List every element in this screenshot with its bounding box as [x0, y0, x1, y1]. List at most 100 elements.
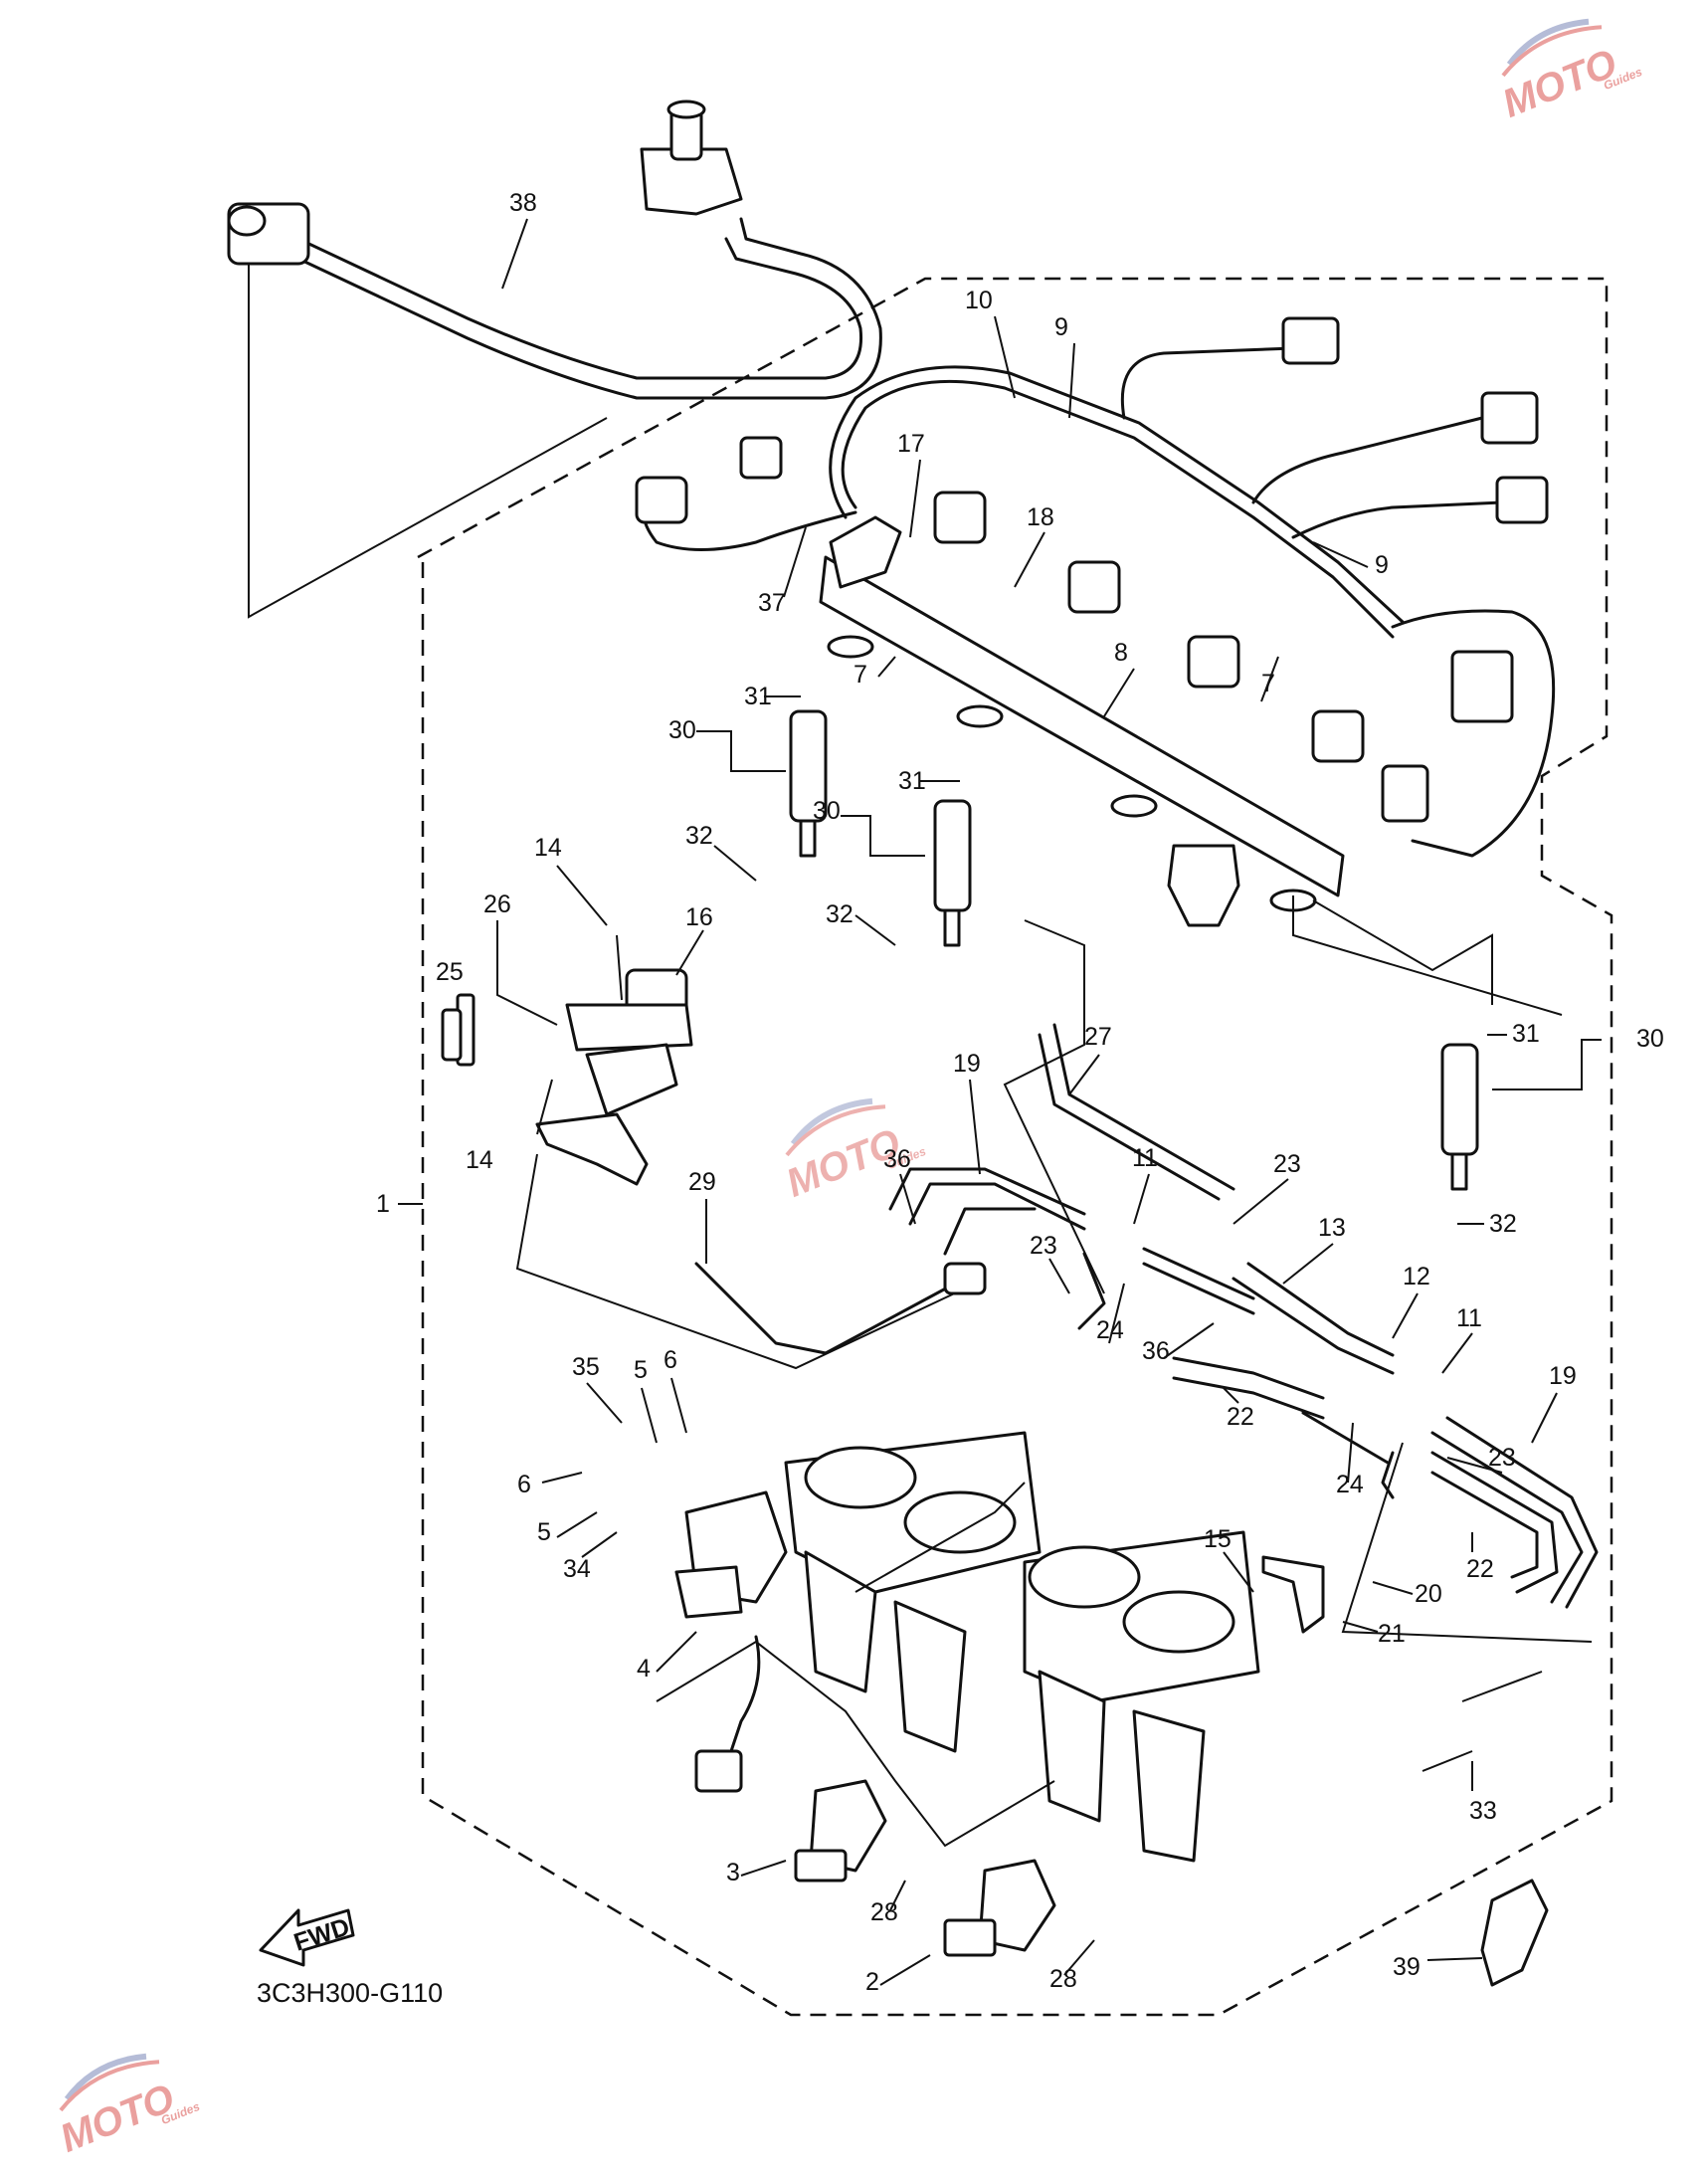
callout-4: 4 — [637, 1655, 651, 1683]
throttle-position-sensor-2 — [943, 1859, 1056, 1957]
callout-22: 22 — [1466, 1555, 1494, 1583]
hose-set — [888, 1023, 1599, 1609]
callout-18: 18 — [1027, 503, 1054, 531]
callout-29: 29 — [688, 1168, 716, 1196]
callout-14: 14 — [466, 1146, 493, 1174]
callout-30: 30 — [813, 797, 841, 825]
callout-23: 23 — [1488, 1444, 1516, 1472]
throttle-leader — [854, 1482, 1026, 1593]
harness-connector — [1495, 476, 1549, 524]
injector-connector — [1311, 709, 1365, 763]
harness-connector — [1281, 316, 1340, 365]
harness-connector — [635, 476, 688, 524]
callout-30: 30 — [668, 716, 696, 744]
harness-main-connector — [1450, 650, 1514, 723]
sensor-hose-leader — [515, 1153, 966, 1370]
callout-5: 5 — [537, 1518, 551, 1546]
fuel-quick-connector — [640, 147, 743, 216]
bolt-33 — [1422, 1750, 1473, 1772]
bracket-39 — [1480, 1879, 1549, 1987]
callout-6: 6 — [517, 1471, 531, 1498]
callout-15: 15 — [1204, 1525, 1232, 1553]
callout-11: 11 — [1456, 1304, 1482, 1332]
callout-26: 26 — [483, 891, 511, 918]
hose-38-leader — [248, 264, 608, 619]
diagram-code: 3C3H300-G110 — [257, 1978, 443, 2008]
assembly-boundary — [417, 277, 1613, 2017]
callout-32: 32 — [826, 900, 854, 928]
callout-16: 16 — [685, 903, 713, 931]
callout-28: 28 — [1049, 1965, 1077, 1993]
sensor-16 — [441, 934, 693, 1186]
fuel-rail-8 — [819, 515, 1345, 927]
callout-19: 19 — [1549, 1362, 1577, 1390]
callout-9: 9 — [1054, 313, 1068, 341]
callout-22: 22 — [1227, 1403, 1254, 1431]
bolt-14 — [616, 934, 623, 1001]
callout-7: 7 — [854, 661, 867, 689]
sensor-wire — [729, 1635, 761, 1753]
collar-25 — [441, 1008, 463, 1062]
pressure-regulator — [1167, 844, 1240, 927]
bolt-33 — [1461, 1671, 1543, 1702]
injector-connector — [933, 491, 987, 544]
callout-38: 38 — [509, 189, 537, 217]
callout-5: 5 — [634, 1356, 648, 1384]
callout-2: 2 — [865, 1968, 879, 1996]
callout-leaders — [496, 218, 1602, 1986]
forward-arrow-icon: FWD — [259, 1908, 355, 1967]
callout-34: 34 — [563, 1555, 591, 1583]
injector-connector — [1067, 560, 1121, 614]
watermark-logo-bottom: MOTO Guides — [54, 2053, 202, 2161]
callout-6: 6 — [664, 1346, 677, 1374]
callout-37: 37 — [758, 589, 786, 617]
bolt-14 — [536, 1079, 553, 1135]
callout-39-leader — [1426, 1957, 1483, 1961]
throttle-body-assembly — [674, 1431, 1260, 1863]
callout-1: 1 — [376, 1190, 390, 1218]
fuel-injector-30 — [789, 709, 828, 858]
wire-harness-10 — [635, 316, 1556, 858]
callout-25: 25 — [436, 958, 464, 986]
callout-27: 27 — [1084, 1023, 1112, 1051]
fuel-hose-38 — [227, 99, 882, 400]
harness-connector — [739, 436, 783, 480]
callout-32: 32 — [1489, 1210, 1517, 1238]
callout-39: 39 — [1393, 1953, 1421, 1981]
callout-33: 33 — [1469, 1797, 1497, 1825]
fuel-injector-30 — [933, 799, 972, 947]
callout-31: 31 — [1512, 1020, 1540, 1048]
callout-17: 17 — [897, 430, 925, 458]
injector-leader-b — [1312, 899, 1493, 1005]
hose-assembly-leader — [1341, 1442, 1593, 1643]
callout-23: 23 — [1030, 1232, 1057, 1260]
callout-24: 24 — [1336, 1471, 1364, 1498]
callout-30: 30 — [1636, 1025, 1664, 1053]
callout-23: 23 — [1273, 1150, 1301, 1178]
vacuum-hose — [694, 1262, 957, 1355]
throttle-position-sensor-3 — [794, 1779, 887, 1883]
callout-20: 20 — [1415, 1580, 1442, 1608]
bracket-15 — [1261, 1555, 1325, 1634]
throttle-pulley-4 — [674, 1565, 743, 1619]
callout-labels: 1 2 3 4 5 5 6 6 7 7 8 9 9 10 11 11 12 13… — [376, 189, 1664, 1996]
watermark-logo-top: MOTO Guides — [1496, 18, 1644, 126]
callout-21: 21 — [1378, 1620, 1406, 1648]
callout-35: 35 — [572, 1353, 600, 1381]
sensor-connector — [694, 1749, 743, 1793]
callout-9: 9 — [1375, 551, 1389, 579]
callout-13: 13 — [1318, 1214, 1346, 1242]
injector-connector — [1187, 635, 1240, 689]
callout-3: 3 — [726, 1859, 740, 1886]
callout-19: 19 — [953, 1050, 981, 1078]
rail-bracket — [829, 515, 902, 589]
callout-36: 36 — [1142, 1337, 1170, 1365]
callout-12: 12 — [1403, 1263, 1430, 1290]
harness-connector — [1480, 391, 1539, 445]
callout-11: 11 — [1132, 1144, 1158, 1172]
callout-10: 10 — [965, 287, 993, 314]
callout-8: 8 — [1114, 639, 1128, 667]
hose-assembly-leader — [1292, 895, 1563, 1016]
